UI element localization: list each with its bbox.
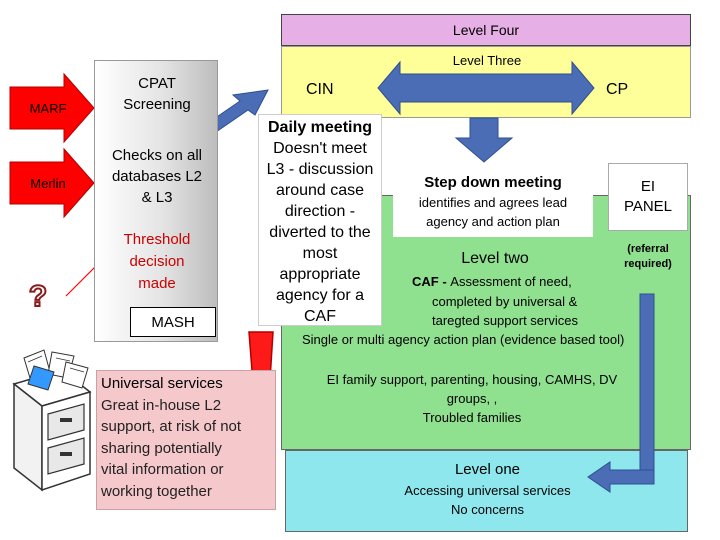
- cin-cp-double-arrow: [377, 60, 595, 116]
- universal-line-3: sharing potentially: [101, 439, 222, 457]
- universal-line-4: vital information or: [101, 461, 224, 478]
- daily-line-8: agency for a: [275, 287, 365, 304]
- cpat-title-line-2: Screening: [123, 96, 191, 113]
- merlin-label: Merlin: [30, 175, 66, 191]
- step-down-title: Step down meeting: [424, 174, 562, 191]
- universal-line-2: support, at risk of not: [101, 418, 242, 435]
- daily-line-1: Doesn't meet: [273, 140, 367, 157]
- ei-panel-title-line-2: PANEL: [623, 198, 673, 215]
- caf-bold-label: CAF -: [412, 274, 451, 289]
- ei-panel-note: (referral required): [608, 242, 688, 272]
- return-arrow-head: [587, 461, 655, 493]
- level-two-services: EI family support, parenting, housing, C…: [322, 370, 622, 427]
- daily-line-5: diverted to the: [269, 224, 371, 241]
- services-line-2: groups, ,: [446, 391, 498, 406]
- level-two-caf-line: CAF - Assessment of need,: [412, 274, 572, 289]
- threshold-line-2: decision: [129, 253, 185, 270]
- daily-meeting-title: Daily meeting: [267, 119, 373, 136]
- question-mark-glyph: ?: [28, 279, 48, 314]
- services-line-3: Troubled families: [422, 410, 522, 425]
- daily-line-4: direction -: [284, 203, 356, 220]
- daily-line-9: CAF: [304, 308, 336, 325]
- checks-line-3: & L3: [141, 189, 173, 206]
- threshold-line-3: made: [138, 275, 176, 292]
- universal-services-box: Universal services Great in-house L2 sup…: [96, 370, 276, 510]
- merlin-arrow: [9, 147, 95, 219]
- caf-line-2: completed by universal &: [432, 294, 578, 309]
- ei-panel-box: EI PANEL: [608, 163, 688, 231]
- cpat-title-line-1: CPAT: [138, 75, 176, 92]
- level-two-title: Level two: [461, 250, 529, 267]
- universal-title: Universal services: [101, 375, 223, 392]
- level-one-line-2: No concerns: [451, 502, 524, 517]
- marf-arrow: [9, 72, 95, 144]
- right-return-bar: [639, 293, 655, 485]
- cpat-column: CPAT Screening Checks on all databases L…: [94, 60, 218, 342]
- filing-cabinet-icon: [12, 349, 92, 492]
- caf-rest-label: Assessment of need,: [450, 274, 572, 289]
- step-down-arrow: [454, 117, 514, 163]
- cpat-to-cin-arrow: [207, 89, 269, 133]
- caf-line-3: taregted support services: [432, 313, 578, 328]
- daily-line-7: appropriate: [279, 266, 361, 283]
- step-down-line-1: identifies and agrees lead: [418, 195, 568, 210]
- daily-meeting-box: Daily meeting Doesn't meet L3 - discussi…: [258, 114, 382, 326]
- level-one-title: Level one: [454, 461, 521, 478]
- ei-note-line-1: (referral: [627, 243, 669, 255]
- marf-label: MARF: [29, 100, 67, 116]
- mash-box: MASH: [130, 307, 216, 337]
- level-four-title: Level Four: [452, 22, 520, 38]
- mash-label: MASH: [151, 313, 195, 331]
- step-down-box: Step down meeting identifies and agrees …: [393, 167, 593, 237]
- level-one-line-1: Accessing universal services: [404, 483, 571, 498]
- daily-line-3: around case: [275, 182, 365, 199]
- step-down-line-2: agency and action plan: [426, 214, 560, 229]
- question-mark-icon: ?: [26, 279, 50, 314]
- level-one-box: Level one Accessing universal services N…: [285, 450, 688, 532]
- ei-note-line-2: required): [624, 258, 672, 270]
- ei-panel-title-line-1: EI: [640, 178, 656, 195]
- checks-line-1: Checks on all: [111, 147, 203, 164]
- daily-line-2: L3 - discussion: [266, 161, 374, 178]
- action-plan-line: Single or multi agency action plan (evid…: [302, 332, 625, 347]
- daily-line-6: most: [302, 245, 338, 262]
- cin-label: CIN: [306, 81, 334, 98]
- services-line-1: EI family support, parenting, housing, C…: [326, 372, 618, 387]
- universal-line-1: Great in-house L2: [101, 396, 222, 414]
- threshold-line-1: Threshold: [123, 231, 191, 248]
- level-four-box: Level Four: [281, 14, 691, 46]
- cp-label: CP: [606, 81, 629, 98]
- level-three-title: Level Three: [452, 53, 522, 68]
- universal-line-5: working together: [101, 482, 212, 500]
- checks-line-2: databases L2: [111, 168, 203, 185]
